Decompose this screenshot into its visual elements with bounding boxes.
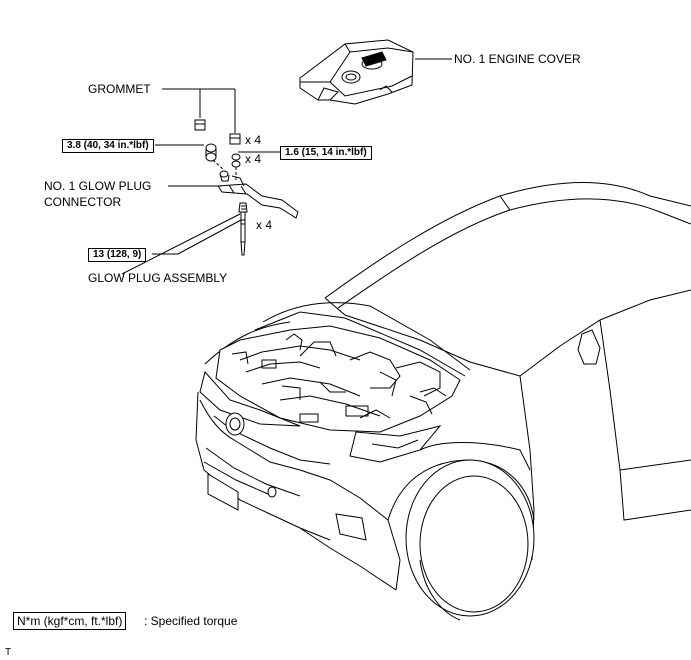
torque-spec-nut-left: 3.8 (40, 34 in.*lbf) <box>62 139 154 153</box>
engine-cover-drawing <box>299 39 414 105</box>
torque-spec-glow-plug: 13 (128, 9) <box>88 248 147 262</box>
glow-plug-drawing <box>238 202 248 256</box>
glow-plug-qty-label: x 4 <box>256 218 273 232</box>
legend-description: : Specified torque <box>144 614 238 628</box>
car-drawing <box>195 182 691 621</box>
grommet-label: GROMMET <box>88 82 151 96</box>
nut-qty-label: x 4 <box>245 152 262 166</box>
footer-mark: T <box>5 647 12 658</box>
glow-connector-label-line1: NO. 1 GLOW PLUG <box>44 179 152 193</box>
legend-unit-box: N*m (kgf*cm, ft.*lbf) <box>13 612 127 630</box>
glow-plug-label-leader <box>121 213 241 275</box>
engine-cover-label: NO. 1 ENGINE COVER <box>454 52 581 66</box>
grommet-qty-label: x 4 <box>245 133 262 147</box>
glow-connector-label-line2: CONNECTOR <box>44 195 122 209</box>
torque-spec-nut-right: 1.6 (15, 14 in.*lbf) <box>280 146 372 160</box>
glow-plug-torque-leader-diag <box>177 219 242 255</box>
glow-plug-assembly-label: GLOW PLUG ASSEMBLY <box>88 271 228 285</box>
grommet-assembly-drawing <box>162 88 299 219</box>
